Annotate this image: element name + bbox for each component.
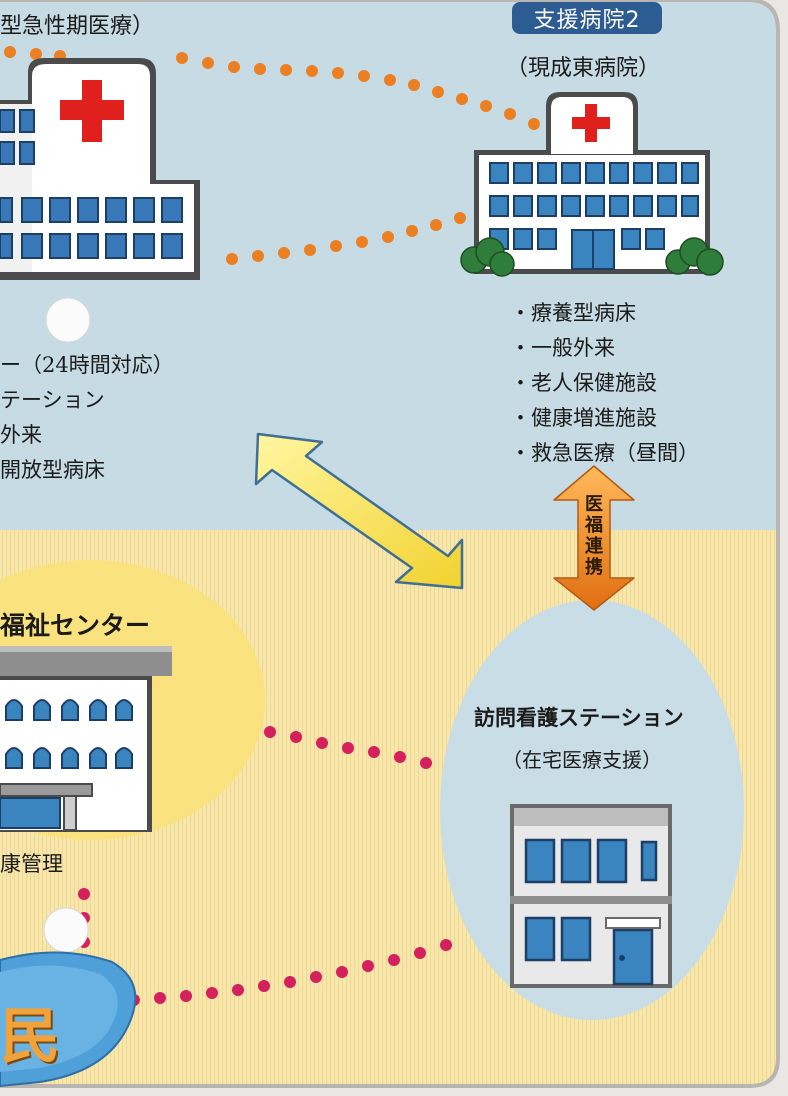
service-item: ・一般外来 — [510, 336, 615, 360]
service-item: ・健康増進施設 — [510, 406, 657, 430]
link-arrow-label: 医福連携 — [585, 494, 603, 578]
welfare-center-service: 康管理 — [0, 852, 63, 876]
residents-label: 民 — [0, 1002, 60, 1072]
service-item: テーション — [0, 388, 105, 412]
double-arrow-icon — [254, 432, 464, 590]
service-item: ー（24時間対応） — [0, 353, 174, 377]
welfare-center-title: 福祉センター — [0, 611, 151, 640]
top-left-title: 型急性期医療） — [0, 14, 155, 39]
nursing-station-title: 訪問看護ステーション — [474, 705, 684, 730]
building-icon-welfare — [0, 646, 172, 832]
service-item: 外来 — [0, 423, 42, 447]
service-item: 開放型病床 — [0, 458, 105, 482]
tree-icon — [460, 237, 724, 277]
cross-icon — [60, 80, 124, 142]
top-left-services: ー（24時間対応） テーション 外来 開放型病床 — [0, 348, 174, 488]
bullet-circle — [45, 297, 91, 343]
service-item: ・救急医療（昼間） — [510, 441, 699, 465]
nursing-station-subtitle: （在宅医療支援） — [502, 748, 662, 772]
support-hospital-services: ・療養型病床 ・一般外来 ・老人保健施設 ・健康増進施設 ・救急医療（昼間） — [510, 296, 699, 471]
cross-icon — [572, 104, 610, 142]
support-hospital-name: （現成東病院） — [506, 56, 661, 81]
support-hospital-badge: 支援病院2 — [512, 2, 662, 34]
double-arrow-icon — [553, 465, 635, 611]
building-icon-nursing — [510, 804, 672, 988]
bullet-circle — [43, 907, 89, 953]
residents-blob-shine — [0, 965, 118, 1072]
service-item: ・老人保健施設 — [510, 371, 657, 395]
service-item: ・療養型病床 — [510, 301, 636, 325]
hospital-icon-small — [460, 92, 724, 277]
hospital-icon-large — [0, 58, 200, 280]
